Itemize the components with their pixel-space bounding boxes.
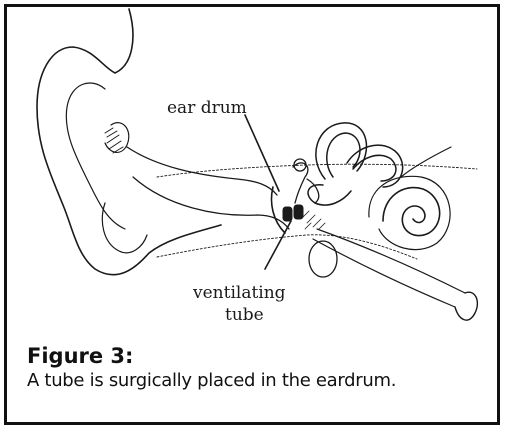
ear-anatomy-svg: ear drum ventilating tube — [7, 7, 503, 342]
label-ear-drum: ear drum — [167, 98, 247, 118]
ventilating-tube-pointer — [265, 221, 291, 269]
figure-caption: Figure 3: A tube is surgically placed in… — [27, 343, 497, 393]
concha-outline — [105, 123, 129, 153]
ear-canal-lower — [133, 177, 289, 229]
caption-text: A tube is surgically placed in the eardr… — [27, 369, 497, 393]
lobule-outline — [102, 203, 147, 253]
middle-ear-hatching — [303, 211, 325, 229]
ventilating-tube — [283, 205, 303, 221]
caption-title: Figure 3: — [27, 343, 497, 369]
ear-anatomy-illustration: ear drum ventilating tube — [7, 7, 503, 342]
auditory-nerve — [401, 147, 451, 177]
ear-drum-pointer — [245, 115, 279, 191]
cochlea-spiral — [383, 188, 440, 236]
label-tube: tube — [225, 305, 264, 325]
label-ventilating: ventilating — [192, 283, 286, 303]
eustachian-tube-upper — [317, 229, 465, 293]
ear-canal-upper — [127, 147, 277, 195]
auricle-outline — [37, 9, 221, 275]
eustachian-tube-end — [455, 292, 477, 320]
figure-frame: ear drum ventilating tube Figure 3: A tu… — [4, 4, 500, 425]
concha-shading — [105, 128, 123, 153]
semicircular-canals — [308, 123, 403, 205]
antihelix-outline — [66, 83, 125, 229]
lower-tissue-line — [157, 235, 417, 259]
mastoid-shape — [309, 241, 337, 277]
